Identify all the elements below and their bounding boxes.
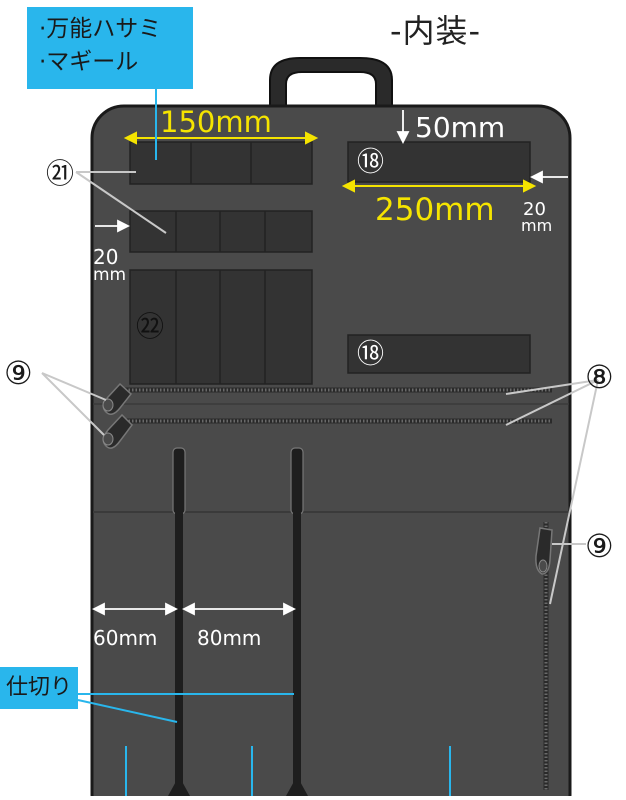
dimension-150-arrow <box>123 131 319 145</box>
dimension-50-label: 50mm <box>415 111 505 144</box>
dimension-left-20-unit: mm <box>93 265 126 285</box>
divider-strap-left <box>168 447 190 796</box>
zipper-pull-left-upper <box>102 382 133 415</box>
dimension-250-label: 250mm <box>375 192 495 228</box>
callout-9-left-leaders <box>41 372 107 436</box>
callout-21-leaders <box>75 171 167 234</box>
dimension-50-arrow <box>396 110 410 145</box>
dimension-right-20-arrow <box>529 170 568 184</box>
callout-18-top: ⑱ <box>357 147 384 178</box>
divider-label-leaders <box>77 693 294 723</box>
callout-8: ⑧ <box>585 358 614 396</box>
dimension-250-arrow <box>341 179 537 193</box>
dimension-80-arrow <box>181 602 297 616</box>
dimension-80-label: 80mm <box>197 626 261 650</box>
top-pocket-row <box>129 141 313 185</box>
zipper-pull-left-lower <box>102 413 133 449</box>
page-title: -内装- <box>390 12 482 50</box>
callout-8-leaders <box>505 379 599 605</box>
divider-label-box: 仕切り <box>0 667 78 709</box>
dimension-left-20-num: 20 <box>93 245 118 269</box>
tall-pocket-block <box>129 269 313 385</box>
right-pocket-bottom <box>347 334 531 374</box>
dimension-left-20-arrow <box>95 219 131 233</box>
callout-9-left: ⑨ <box>4 354 33 392</box>
tool-label-line-1: ·万能ハサミ <box>39 16 162 42</box>
dimension-150-label: 150mm <box>160 105 272 139</box>
callout-21: ㉑ <box>46 157 74 190</box>
callout-9-right: ⑨ <box>585 527 614 565</box>
callout-22: ㉒ <box>136 310 164 343</box>
dimension-right-20-unit: mm <box>521 216 552 235</box>
dimension-60-arrow <box>91 602 179 616</box>
tool-label-box: ·万能ハサミ ·マギール <box>27 7 193 89</box>
right-pocket-top <box>347 141 531 183</box>
dimension-60-label: 60mm <box>93 626 157 650</box>
case-body <box>90 104 572 800</box>
divider-strap-right <box>286 447 308 796</box>
handle <box>269 57 393 109</box>
middle-pocket-row <box>129 210 313 253</box>
tool-label-line-2: ·マギール <box>39 49 139 75</box>
bottom-guide-lines <box>125 746 451 796</box>
dimension-right-20-num: 20 <box>523 199 546 220</box>
zipper-pull-right <box>535 527 553 575</box>
callout-18-bottom: ⑱ <box>357 339 384 370</box>
